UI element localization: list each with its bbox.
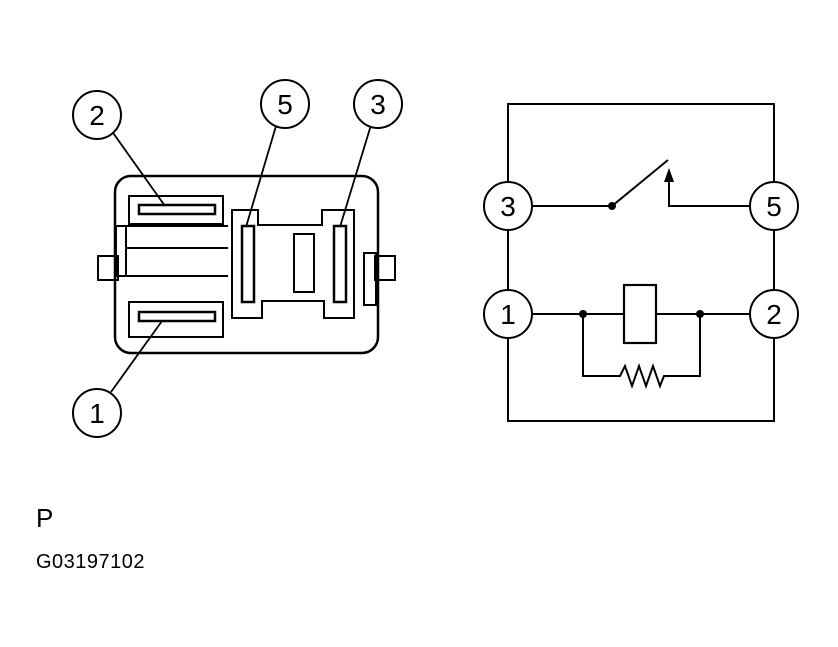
terminal-3-blade (332, 224, 348, 304)
callout-3-circle (353, 79, 403, 129)
relay-connector-view (72, 79, 403, 438)
leader-2 (110, 129, 166, 207)
right-inner-tab (363, 252, 377, 306)
junction-left-dot (579, 310, 587, 318)
callout-3-label: 3 (370, 89, 386, 120)
junction-right-dot (696, 310, 704, 318)
terminal-3-circle (483, 181, 533, 231)
switch-pivot-dot (608, 202, 616, 210)
callout-2-circle (72, 90, 122, 140)
callout-1-circle (72, 388, 122, 438)
terminal-1-label: 1 (500, 299, 516, 330)
terminal-3-label: 3 (500, 191, 516, 222)
terminal-2-circle (749, 289, 799, 339)
terminal-2-housing (128, 195, 224, 225)
terminal-1-blade (137, 310, 217, 323)
schematic-outline (507, 103, 775, 422)
callout-2-label: 2 (89, 100, 105, 131)
callout-5-circle (260, 79, 310, 129)
central-housing (231, 209, 355, 319)
switch-contact (668, 175, 750, 207)
terminal-2-label: 2 (766, 299, 782, 330)
view-letter: P (36, 503, 54, 533)
switch-arm (611, 159, 669, 207)
figure-code: G03197102 (36, 551, 146, 573)
leader-1 (110, 320, 163, 393)
terminal-5-blade (240, 224, 256, 304)
terminal-5-circle (749, 181, 799, 231)
terminal-5-label: 5 (766, 191, 782, 222)
left-tab (97, 255, 119, 281)
terminal-1-circle (483, 289, 533, 339)
leader-3 (339, 124, 372, 228)
callout-1-label: 1 (89, 398, 105, 429)
coil (622, 283, 658, 345)
leader-5 (245, 125, 277, 228)
resistor-path (582, 314, 701, 390)
relay-body (113, 174, 380, 355)
relay-schematic (507, 103, 775, 422)
center-post (293, 233, 315, 293)
callout-5-label: 5 (277, 89, 293, 120)
terminal-2-blade (137, 203, 217, 216)
terminal-1-housing (128, 301, 224, 338)
switch-contact-arrow (664, 168, 674, 182)
